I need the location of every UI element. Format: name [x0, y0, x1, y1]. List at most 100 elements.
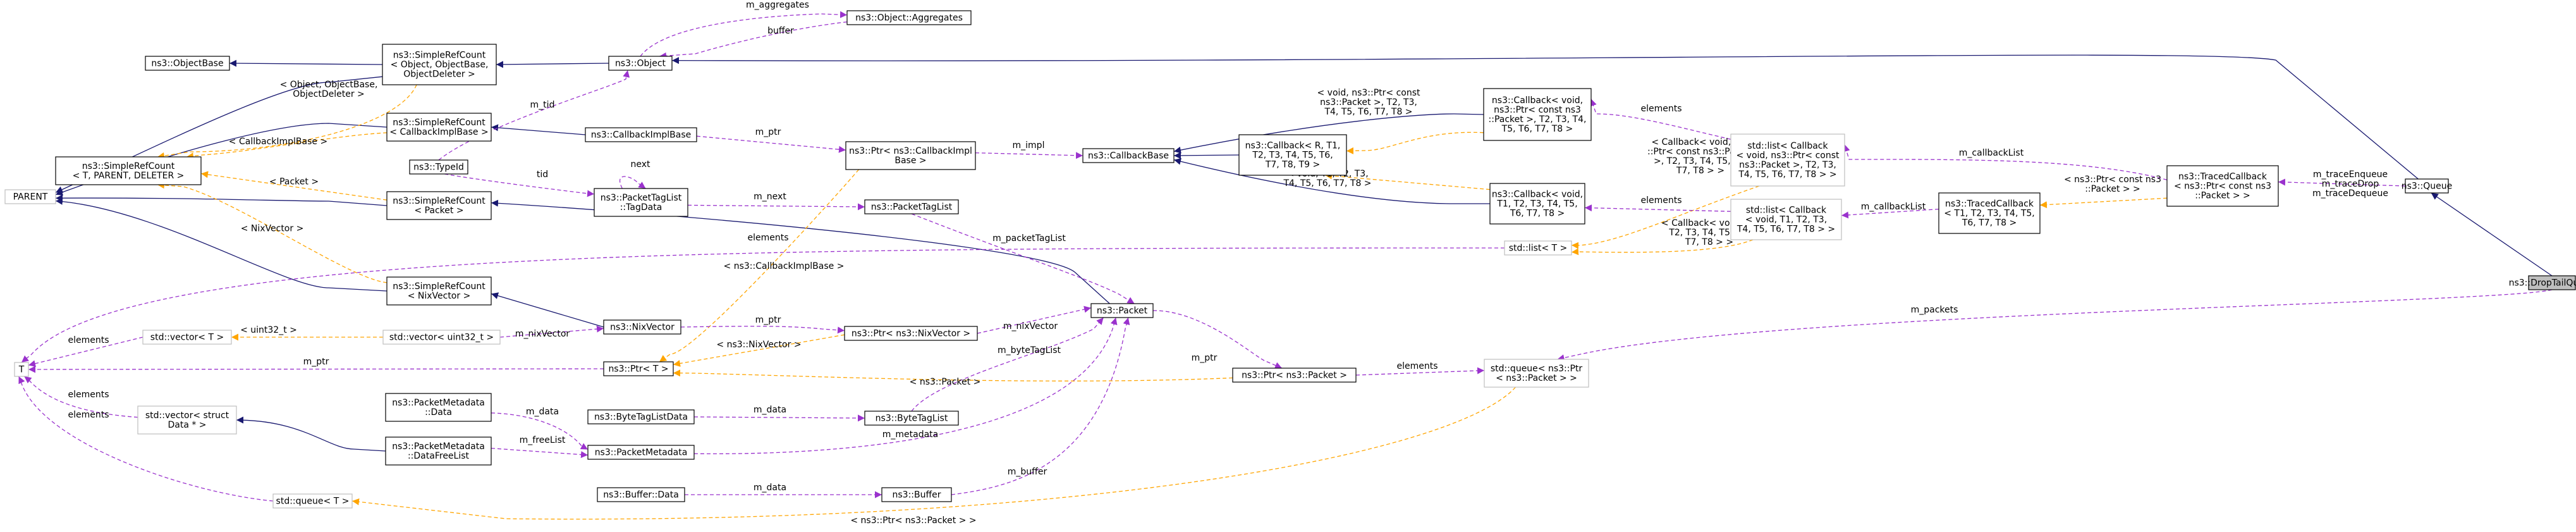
edge-label: < CallbackImplBase > — [229, 137, 327, 147]
class-node-pmdfl[interactable]: ns3::PacketMetadata::DataFreeList — [385, 436, 492, 466]
edge-use-buffer-to-packet — [951, 317, 1130, 495]
edge-templ-srcobj-to-srct — [157, 84, 417, 159]
class-node-btl[interactable]: ns3::ByteTagList — [864, 411, 959, 426]
class-node-label: PARENT — [13, 192, 48, 202]
class-node-label: ns3::PacketMetadata — [595, 448, 688, 458]
class-node-callbackbase[interactable]: ns3::CallbackBase — [1082, 148, 1175, 163]
class-node-cbimplbase[interactable]: ns3::CallbackImplBase — [585, 127, 697, 142]
class-node-nixvector[interactable]: ns3::NixVector — [603, 319, 681, 335]
class-node-srcnix[interactable]: ns3::SimpleRefCount< NixVector > — [386, 276, 492, 306]
edge-inherit-srcobj-to-object — [496, 61, 609, 68]
class-node-listt[interactable]: std::list< T > — [1504, 240, 1572, 256]
edge-inherit-objectbase-to-srcobj — [229, 59, 383, 67]
class-node-ptrpacket[interactable]: ns3::Ptr< ns3::Packet > — [1232, 368, 1357, 383]
class-node-srccbimpl[interactable]: ns3::SimpleRefCount< CallbackImplBase > — [386, 113, 492, 142]
class-node-packettaglist[interactable]: ns3::PacketTagList — [864, 199, 959, 214]
edge-inherit-queue-to-focus — [2431, 192, 2553, 276]
edge-use-listcbt1-to-tracedt1 — [1841, 208, 1939, 219]
edge-inherit-object-to-queue — [671, 54, 2419, 180]
class-node-object[interactable]: ns3::Object — [608, 56, 673, 71]
edge-label: T7, T8 > > — [1685, 237, 1733, 247]
class-node-cbvoidt1[interactable]: ns3::Callback< void,T1, T2, T3, T4, T5,T… — [1489, 183, 1585, 225]
class-node-label: T6, T7, T8 > — [1962, 218, 2017, 228]
class-node-tracedptr[interactable]: ns3::TracedCallback< ns3::Ptr< const ns3… — [2166, 165, 2279, 207]
class-node-vectort[interactable]: std::vector< T > — [142, 330, 232, 345]
edge-label: m_tid — [530, 100, 555, 110]
class-node-label: std::queue< ns3::Ptr — [1491, 364, 1583, 374]
edge-inherit-parent-to-srcpacket — [55, 194, 388, 206]
class-node-box — [2166, 165, 2279, 207]
edge-label: T7, T8 > > — [1676, 166, 1724, 176]
edge-label: elements — [1640, 195, 1682, 206]
class-node-box — [1232, 368, 1357, 383]
class-node-label: ::TagData — [620, 202, 662, 213]
edge-use-typeid-to-object — [438, 70, 630, 161]
class-node-box — [14, 362, 29, 377]
edge-label: m_ptr — [303, 357, 329, 367]
edge-use-typeid-to-tagdata — [444, 173, 595, 197]
edge-templ-listcbt1-to-listt — [1571, 239, 1754, 256]
class-node-label: Base > — [894, 156, 926, 166]
class-node-packet[interactable]: ns3::Packet — [1090, 303, 1154, 318]
edge-use-btldata-to-btl — [693, 414, 865, 422]
class-node-srcpacket[interactable]: ns3::SimpleRefCount< Packet > — [386, 191, 492, 220]
class-node-box — [1484, 359, 1589, 388]
class-node-label: ::Packet > > — [2195, 191, 2250, 201]
class-node-cbvoidptr[interactable]: ns3::Callback< void,ns3::Ptr< const ns3:… — [1483, 88, 1592, 141]
class-node-buffer[interactable]: ns3::Buffer — [881, 487, 952, 502]
class-node-btldata[interactable]: ns3::ByteTagListData — [587, 409, 695, 424]
class-node-box — [594, 188, 688, 217]
edge-label: m_ptr — [755, 127, 781, 137]
class-node-aggregates[interactable]: ns3::Object::Aggregates — [846, 10, 972, 25]
class-node-label: ::DataFreeList — [408, 451, 470, 461]
class-node-label: T2, T3, T4, T5, T6, — [1252, 151, 1333, 161]
edge-templ-srccbimpl-to-srct — [186, 132, 388, 160]
edge-use-pmdfl-to-pm — [491, 447, 589, 459]
class-node-box — [864, 199, 959, 214]
edge-label: next — [630, 159, 650, 170]
class-node-label: T4, T5, T6, T7, T8 > > — [1738, 170, 1836, 180]
class-node-queue[interactable]: ns3::Queue — [2402, 178, 2453, 194]
class-node-srcobj[interactable]: ns3::SimpleRefCount< Object, ObjectBase,… — [382, 44, 497, 85]
class-node-box — [385, 393, 492, 422]
edge-label: m_aggregates — [746, 0, 809, 10]
class-node-ptrt[interactable]: ns3::Ptr< T > — [603, 361, 674, 376]
class-node-pmdata[interactable]: ns3::PacketMetadata::Data — [385, 393, 492, 422]
class-node-label: ns3::TracedCallback — [2178, 172, 2268, 182]
class-node-t[interactable]: T — [14, 362, 29, 377]
class-node-cbrt[interactable]: ns3::Callback< R, T1,T2, T3, T4, T5, T6,… — [1238, 134, 1347, 176]
class-node-label: ns3::TracedCallback — [1945, 199, 2034, 209]
class-node-tagdata[interactable]: ns3::PacketTagList::TagData — [594, 188, 688, 217]
edge-use-object-to-aggregates — [640, 11, 848, 57]
edge-label: m_nixVector — [1003, 321, 1058, 331]
class-node-parent[interactable]: PARENT — [4, 189, 56, 204]
class-node-box — [382, 330, 501, 345]
class-node-tracedt1[interactable]: ns3::TracedCallback< T1, T2, T3, T4, T5,… — [1938, 192, 2041, 234]
class-node-box — [603, 361, 674, 376]
class-node-ptrnix[interactable]: ns3::Ptr< ns3::NixVector > — [844, 326, 978, 341]
class-node-ptrcbimpl[interactable]: ns3::Ptr< ns3::CallbackImplBase > — [845, 141, 976, 170]
class-node-label: < NixVector > — [408, 291, 471, 301]
class-node-queuet[interactable]: std::queue< T > — [272, 493, 353, 509]
class-node-pm[interactable]: ns3::PacketMetadata — [587, 445, 695, 460]
class-node-label: ns3::NixVector — [610, 323, 675, 333]
class-node-box — [386, 113, 492, 142]
class-node-label: ObjectDeleter > — [403, 70, 475, 80]
edge-label: m_callbackList — [1861, 202, 1926, 212]
class-node-label: ns3::SimpleRefCount — [82, 161, 175, 171]
class-node-objectbase[interactable]: ns3::ObjectBase — [145, 56, 230, 71]
class-node-label: < Packet > — [414, 206, 463, 216]
edge-templ-cbvoidt1-to-cbrt — [1324, 172, 1491, 190]
class-node-label: ns3::PacketMetadata — [392, 442, 485, 452]
class-node-dequeptr[interactable]: std::queue< ns3::Ptr< ns3::Packet > > — [1484, 359, 1589, 388]
class-node-typeid[interactable]: ns3::TypeId — [409, 159, 468, 175]
class-node-srct[interactable]: ns3::SimpleRefCount< T, PARENT, DELETER … — [55, 156, 202, 185]
class-node-label: ns3::Buffer — [893, 490, 941, 500]
class-node-vectoruint[interactable]: std::vector< uint32_t > — [382, 330, 501, 345]
class-node-bufdata[interactable]: ns3::Buffer::Data — [597, 487, 685, 502]
class-node-label: ns3::Ptr< T > — [608, 364, 668, 374]
class-node-listcbt1[interactable]: std::list< Callback< void, T1, T2, T3,T4… — [1730, 199, 1842, 240]
class-node-listcbptr[interactable]: std::list< Callback< void, ns3::Ptr< con… — [1730, 133, 1845, 187]
class-node-focus[interactable]: ns3::DropTailQueue — [2509, 275, 2576, 290]
